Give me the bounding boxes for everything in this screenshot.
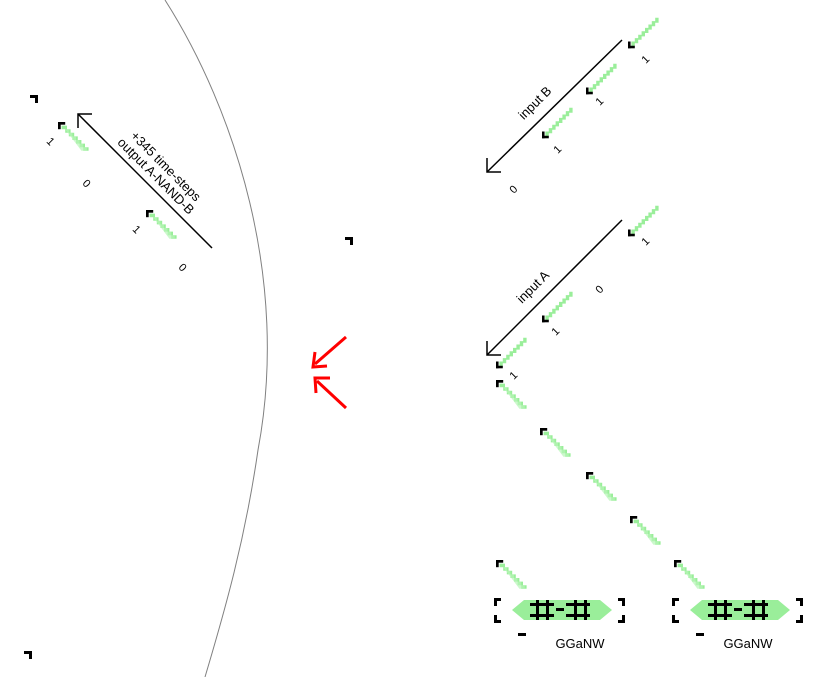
output-bit: 0 [176, 261, 189, 274]
output-arrowhead [77, 113, 92, 128]
output-arrow [77, 113, 213, 249]
glider-icon [540, 428, 571, 457]
gun-label: GGaNW [555, 636, 605, 651]
glider-icon [630, 516, 661, 545]
output-bit: 1 [130, 223, 143, 236]
glider-icon [586, 472, 617, 501]
glider-icon [496, 560, 527, 589]
input-a-stream: input A 1 0 1 1 [486, 205, 659, 382]
red-chevron-arrow-icon [311, 335, 348, 410]
input-b-stream: input B 1 1 1 0 [486, 17, 659, 196]
output-bit: 0 [80, 177, 93, 190]
input-a-bit: 0 [593, 283, 606, 296]
input-b-bit: 1 [551, 143, 564, 156]
glider-icon [628, 205, 659, 237]
input-b-bit: 0 [507, 183, 520, 196]
glider-icon [586, 63, 617, 95]
glider-icon [674, 560, 705, 589]
glider-icon [146, 210, 177, 239]
input-b-label: input B [515, 83, 554, 122]
boundary-arc [164, 0, 268, 678]
output-bit: 1 [44, 135, 57, 148]
glider-gun-icon [494, 598, 625, 636]
input-a-bit: 1 [639, 235, 652, 248]
glider-icon [496, 380, 527, 409]
input-a-label: input A [513, 267, 552, 306]
input-a-bit: 1 [507, 369, 520, 382]
gun-label: GGaNW [723, 636, 773, 651]
glider-stream-lower [496, 380, 705, 589]
glider-icon [542, 107, 573, 139]
block-icon [30, 95, 38, 103]
block-icon [345, 237, 353, 245]
input-a-arrow [486, 219, 623, 356]
input-b-arrow [486, 39, 623, 173]
glider-icon [628, 17, 659, 49]
glider-gun-icon [672, 598, 803, 636]
output-stream: +345 time-steps output A-NAND-B 1 0 1 0 [44, 113, 213, 274]
glider-gun-left: GGaNW [494, 598, 625, 651]
input-b-bit: 1 [639, 53, 652, 66]
glider-gun-right: GGaNW [672, 598, 803, 651]
input-b-bit: 1 [593, 95, 606, 108]
block-icon [24, 651, 32, 659]
input-a-bit: 1 [549, 325, 562, 338]
glider-icon [58, 122, 89, 151]
